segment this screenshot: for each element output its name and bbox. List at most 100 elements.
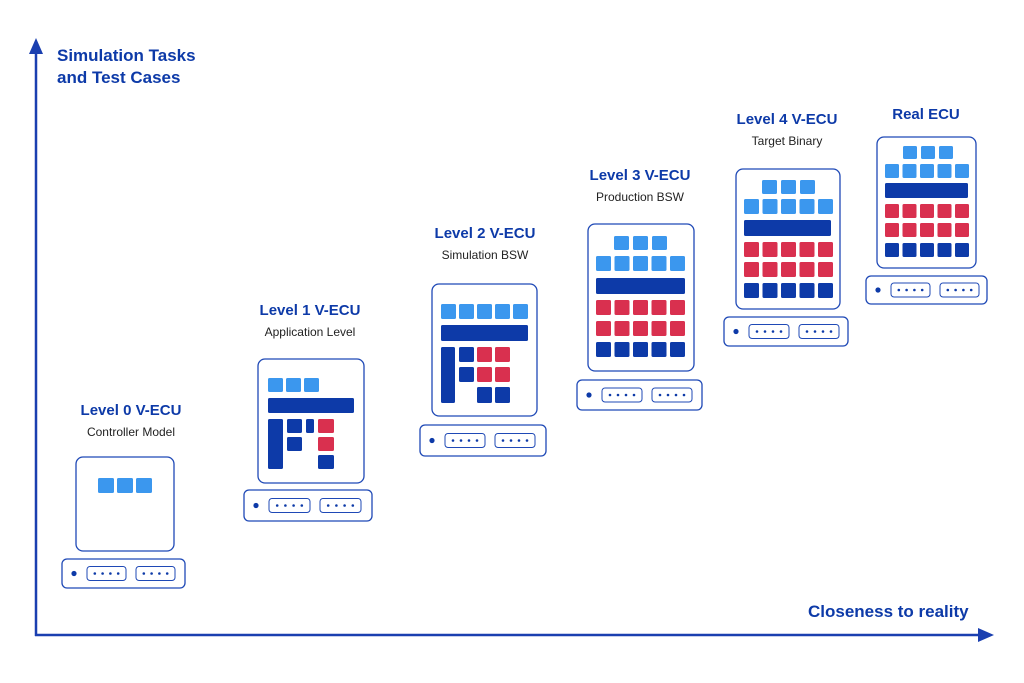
module-block [744, 220, 831, 236]
module-block [304, 378, 319, 392]
module-block [596, 256, 611, 271]
module-block [318, 419, 334, 433]
module-block [885, 183, 968, 198]
y-axis-title: Simulation Tasks and Test Cases [57, 45, 196, 89]
module-block [268, 398, 354, 413]
module-block [902, 243, 917, 257]
module-block [744, 262, 759, 277]
module-block [937, 243, 952, 257]
module-block [744, 242, 759, 257]
module-block [495, 387, 510, 403]
module-block [744, 199, 759, 214]
connector-pin-icon [608, 393, 612, 397]
module-block [98, 478, 114, 493]
connector-pin-icon [343, 504, 346, 507]
connector-pin-icon [142, 572, 146, 575]
module-block [268, 419, 283, 469]
connector-pin-icon [275, 504, 279, 507]
module-block [596, 278, 685, 294]
connector-pin-icon [829, 330, 833, 333]
level-3-label: Level 3 V-ECU Production BSW [540, 167, 740, 205]
connector-pin-icon [658, 393, 662, 397]
module-block [955, 204, 969, 218]
connector-pin-icon [517, 439, 521, 442]
connector-pin-icon [101, 572, 104, 575]
connector-pin-icon [920, 288, 924, 292]
module-block [318, 455, 334, 469]
module-block [477, 304, 492, 319]
connector-pin-icon [292, 504, 295, 507]
module-block [477, 347, 492, 362]
module-block [287, 437, 302, 451]
connector-pin-icon [779, 330, 783, 333]
connector-pin-icon [763, 330, 767, 333]
module-block [818, 242, 833, 257]
connector-pin-icon [475, 439, 479, 442]
module-block [459, 367, 474, 382]
module-block [633, 236, 648, 250]
connector-pin-icon [674, 393, 678, 397]
module-block [781, 199, 796, 214]
indicator-led-icon [253, 502, 259, 509]
module-block [762, 262, 778, 277]
module-block [937, 223, 952, 237]
connector-port-icon [319, 498, 362, 513]
connector-pin-icon [771, 330, 775, 333]
module-block [781, 283, 796, 298]
indicator-led-icon [429, 437, 435, 444]
connector-port-icon [890, 282, 931, 298]
connector-pin-icon [150, 572, 153, 575]
x-axis-arrow-icon [978, 628, 994, 642]
module-block [495, 347, 510, 362]
level-0-label: Level 0 V-ECU Controller Model [31, 402, 231, 440]
module-block [920, 223, 934, 237]
connector-port-icon [86, 566, 127, 581]
module-block [495, 304, 510, 319]
connector-pin-icon [351, 504, 355, 507]
module-block [762, 180, 777, 194]
y-axis-title-line2: and Test Cases [57, 68, 181, 87]
connector-pin-icon [954, 288, 957, 292]
connector-pin-icon [467, 439, 471, 442]
module-block [818, 262, 833, 277]
module-block [477, 387, 492, 403]
module-block [441, 304, 456, 319]
module-block [902, 164, 917, 178]
module-block [495, 367, 510, 382]
module-block [459, 304, 474, 319]
module-block [136, 478, 152, 493]
module-block [614, 321, 630, 336]
connector-port-icon [798, 324, 840, 339]
module-block [670, 321, 685, 336]
y-axis-arrow-icon [29, 38, 43, 54]
connector-pin-icon [813, 330, 817, 333]
indicator-led-icon [71, 570, 77, 577]
connector-pin-icon [284, 504, 287, 507]
level-subtitle: Application Level [264, 325, 356, 339]
connector-pin-icon [962, 288, 965, 292]
connector-pin-icon [451, 439, 455, 442]
module-block [781, 180, 796, 194]
module-block [477, 367, 492, 382]
connector-pin-icon [501, 439, 505, 442]
module-block [596, 321, 611, 336]
connector-pin-icon [905, 288, 908, 292]
connector-pin-icon [946, 288, 950, 292]
level-1-label: Level 1 V-ECU Application Level [210, 302, 410, 340]
module-block [614, 256, 630, 271]
module-block [614, 300, 630, 315]
module-block [937, 204, 952, 218]
module-block [268, 378, 283, 392]
module-block [885, 164, 899, 178]
module-block [306, 419, 314, 433]
connector-pin-icon [616, 393, 620, 397]
level-title: Level 4 V-ECU [736, 111, 838, 128]
connector-pin-icon [326, 504, 330, 507]
module-block [459, 347, 474, 362]
connector-pin-icon [821, 330, 825, 333]
module-block [939, 146, 953, 159]
module-block [799, 262, 815, 277]
connector-pin-icon [632, 393, 636, 397]
level-title: Level 1 V-ECU [259, 302, 361, 319]
